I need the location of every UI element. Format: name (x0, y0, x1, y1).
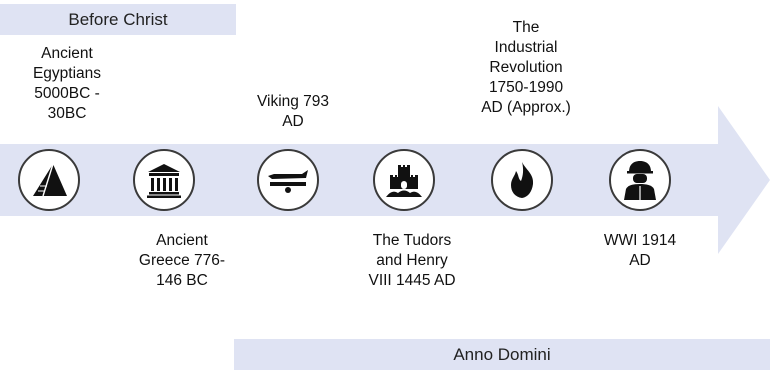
wwi-label: WWI 1914 AD (603, 232, 677, 269)
tudors-node (373, 149, 435, 211)
before-christ-label: Before Christ (68, 9, 168, 29)
pyramid-icon (33, 163, 67, 197)
greek-temple-icon (147, 164, 181, 198)
fire-icon (511, 162, 534, 198)
wwi-node (609, 149, 671, 211)
viking-node (257, 149, 319, 211)
egypt-label: Ancient Egyptians 5000BC - 30BC (32, 45, 102, 122)
egypt-node (18, 149, 80, 211)
castle-icon (386, 165, 422, 197)
tudors-label: The Tudors and Henry VIII 1445 AD (368, 232, 456, 289)
industrial-label: The Industrial Revolution 1750-1990 AD (… (481, 19, 571, 116)
soldier-icon (624, 161, 656, 200)
greece-node (133, 149, 195, 211)
greece-label: Ancient Greece 776- 146 BC (138, 232, 226, 289)
anno-domini-label: Anno Domini (453, 344, 551, 364)
before-christ-band: Before Christ (0, 4, 236, 35)
viking-label: Viking 793 AD (256, 93, 330, 130)
longboat-icon (268, 170, 308, 193)
industrial-node (491, 149, 553, 211)
